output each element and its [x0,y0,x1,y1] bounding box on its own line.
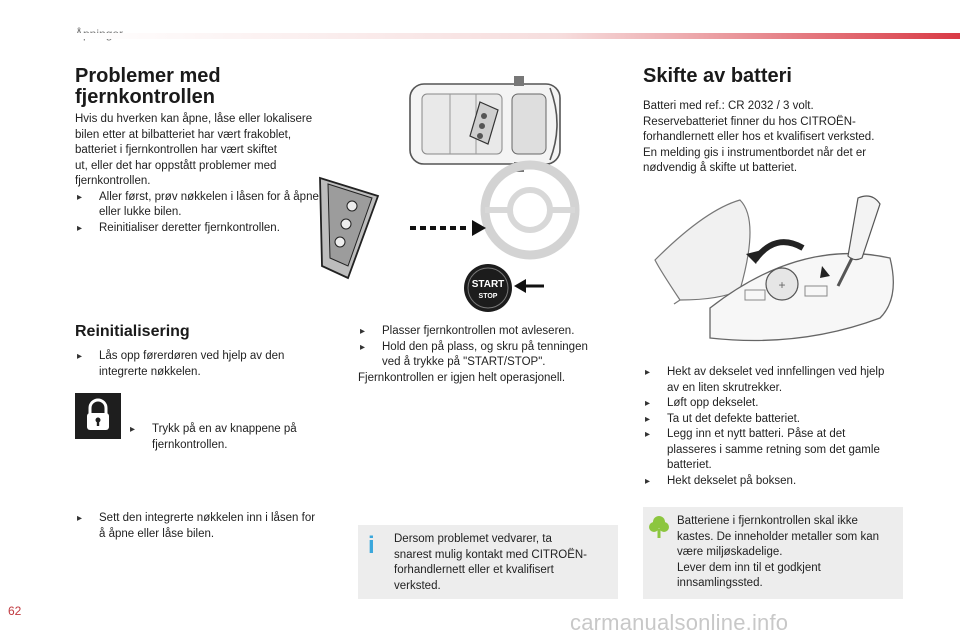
key-cover [654,199,751,305]
watermark: carmanualsonline.info [570,610,789,635]
lift-arrow-icon [746,239,805,264]
step-insert-battery: Legg inn et nytt batteri. Påse at det pl… [643,427,913,474]
problems-title: Problemer med fjernkontrollen [75,65,221,108]
start-stop-button-icon: START STOP [464,264,512,312]
eco-text: Batteriene i fjernkontrollen skal ikke k… [677,515,879,589]
tree-icon [649,515,669,539]
arrow-to-reader-icon [410,220,486,236]
key-base-open: + [709,252,894,342]
battery-illustration: + [654,195,894,342]
bullet-place-remote: Plasser fjernkontrollen mot avleseren. [358,324,608,340]
steering-wheel [480,160,580,260]
remote-key-large [319,176,380,280]
bullet-reinit: Reinitialiser deretter fjernkontrollen. [75,221,345,237]
screwdriver-icon [820,195,881,287]
header-rule [75,33,960,39]
padlock-icon [75,393,121,439]
svg-text:+: + [778,278,785,292]
middle-steps: Plasser fjernkontrollen mot avleseren. H… [358,324,608,386]
page-number: 62 [8,604,22,618]
reinit-bullet-unlock: Lås opp førerdøren ved hjelp av den inte… [75,349,359,380]
step-remove-battery: Ta ut det defekte batteriet. [643,412,913,428]
reinit-illustration: START STOP [319,76,580,312]
battery-intro: Batteri med ref.: CR 2032 / 3 volt. Rese… [643,100,875,174]
svg-text:START: START [472,279,505,290]
step-lift-cover: Løft opp dekselet. [643,396,913,412]
step-hook-cover: Hekt dekselet på boksen. [643,474,913,490]
bullet-hold-start: Hold den på plass, og skru på tenningen … [358,340,608,371]
step-unhook-cover: Hekt av dekselet ved innfellingen ved hj… [643,365,913,396]
battery-steps: Hekt av dekselet ved innfellingen ved hj… [643,365,913,489]
svg-text:STOP: STOP [479,293,498,300]
bullet-try-key: Aller først, prøv nøkkelen i låsen for å… [75,190,345,221]
remote-key-small [469,101,499,145]
info-text: Dersom problemet vedvarer, ta snarest mu… [394,533,588,592]
info-icon: i [368,532,375,559]
problems-intro: Hvis du hverken kan åpne, låse eller lok… [75,112,345,236]
reinit-title: Reinitialisering [75,323,190,340]
info-box: i Dersom problemet vedvarer, ta snarest … [358,525,618,599]
reinit-bullet-insert: Sett den integrerte nøkkelen inn i låsen… [75,511,369,542]
reinit-bullet-press: Trykk på en av knappene på fjernkontroll… [128,422,352,453]
arrow-to-start-icon [514,279,544,293]
eco-box: Batteriene i fjernkontrollen skal ikke k… [643,507,903,599]
battery-title: Skifte av batteri [643,65,792,87]
